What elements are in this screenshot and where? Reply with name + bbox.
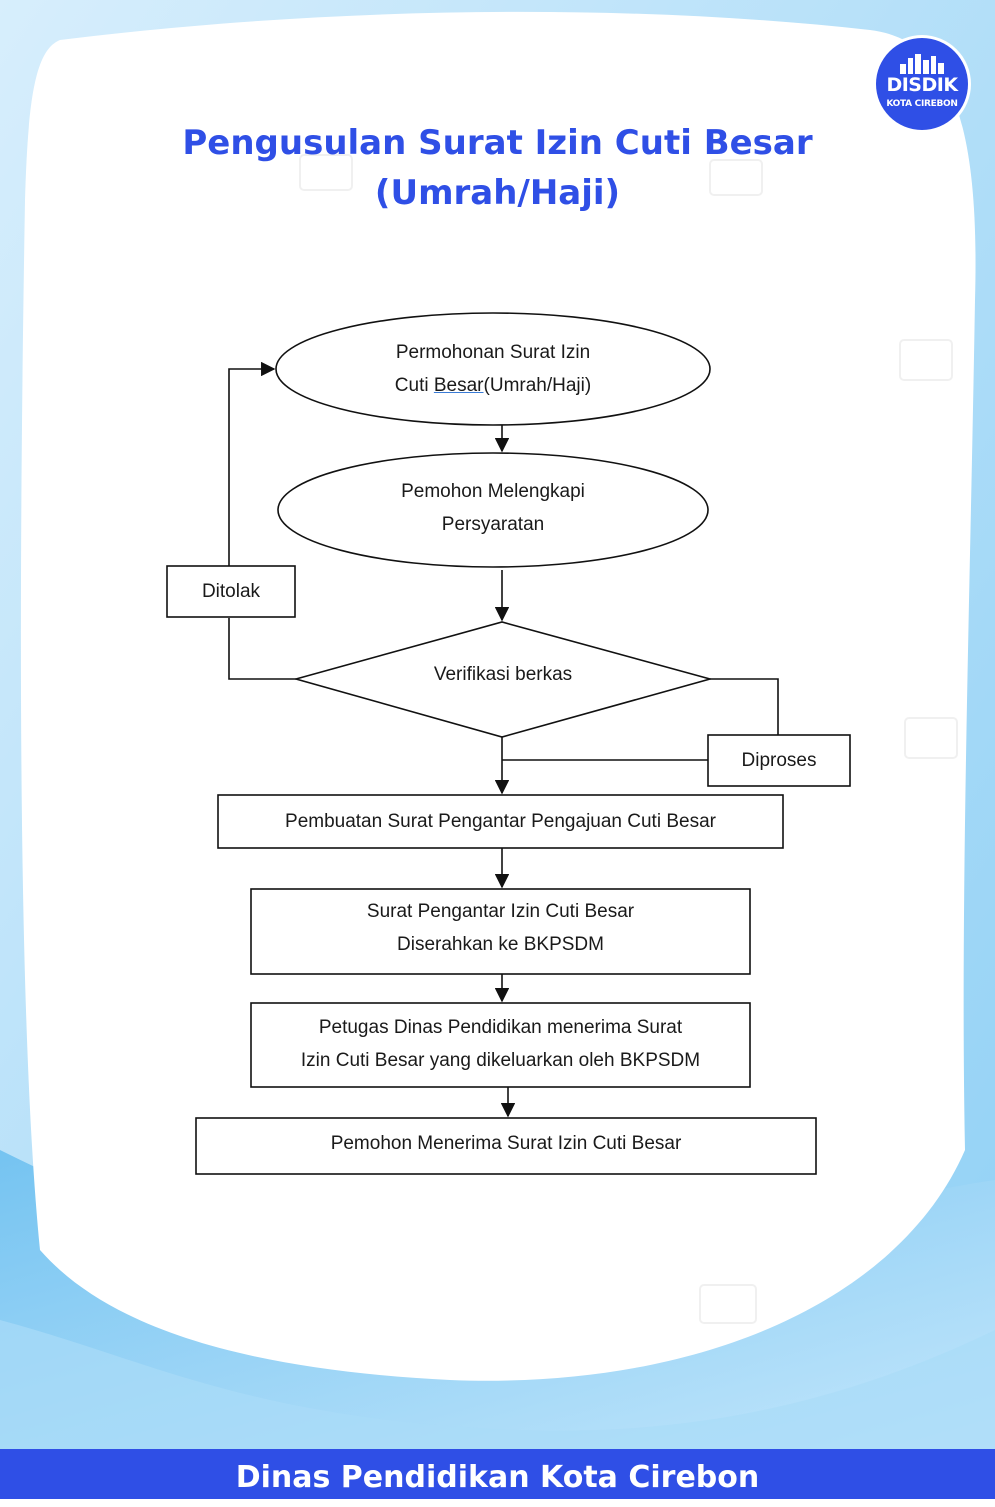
node-ditolak-shape: [166, 565, 296, 618]
node-pembuatan-shape: [217, 794, 784, 849]
node-permohonan-label: Permohonan Surat Izin Cuti Besar(Umrah/H…: [276, 336, 710, 402]
connector-verifikasi-to-ditolak: [228, 618, 296, 680]
node-verifikasi-label: Verifikasi berkas: [433, 664, 573, 685]
node-permohonan-line-2: Cuti Besar(Umrah/Haji): [394, 375, 592, 396]
node-menerima-label: Pemohon Menerima Surat Izin Cuti Besar: [330, 1132, 682, 1154]
page-title: Pengusulan Surat Izin Cuti Besar (Umrah/…: [0, 118, 995, 218]
node-ditolak-label: Ditolak: [201, 581, 261, 602]
node-melengkapi-shape: [277, 452, 709, 568]
page-title-line-1: Pengusulan Surat Izin Cuti Besar: [182, 123, 813, 163]
node-permohonan-line-1: Permohonan Surat Izin: [395, 342, 591, 363]
node-diserahkan-line-1: Surat Pengantar Izin Cuti Besar: [366, 901, 635, 922]
logo-subtitle: KOTA CIREBON: [886, 99, 958, 109]
node-petugas-label: Petugas Dinas Pendidikan menerima Surat …: [251, 1011, 750, 1077]
node-petugas-line-2: Izin Cuti Besar yang dikeluarkan oleh BK…: [300, 1050, 701, 1071]
node-pembuatan-label: Pembuatan Surat Pengantar Pengajuan Cuti…: [285, 811, 716, 832]
node-permohonan-shape: [275, 312, 711, 426]
logo-name: DISDIK: [886, 74, 958, 96]
node-diserahkan-shape: [250, 888, 751, 975]
node-petugas-line-1: Petugas Dinas Pendidikan menerima Surat: [318, 1017, 683, 1038]
node-diproses-shape: [707, 734, 851, 787]
node-melengkapi-line-2: Persyaratan: [441, 514, 545, 535]
node-petugas-shape: [250, 1002, 751, 1088]
page-title-line-2: (Umrah/Haji): [374, 173, 621, 213]
node-menerima-shape: [195, 1117, 817, 1175]
node-diserahkan-label: Surat Pengantar Izin Cuti Besar Diserahk…: [251, 895, 750, 961]
arrow-ditolak-to-permohonan: [228, 361, 276, 566]
disdik-logo: DISDIK KOTA CIREBON: [876, 38, 968, 130]
connector-verifikasi-to-diproses: [710, 678, 779, 735]
node-melengkapi-label: Pemohon Melengkapi Persyaratan: [278, 475, 708, 541]
node-melengkapi-line-1: Pemohon Melengkapi: [401, 481, 585, 502]
city-skyline-icon: [900, 54, 944, 74]
node-diserahkan-line-2: Diserahkan ke BKPSDM: [397, 934, 604, 955]
node-diproses-label: Diproses: [741, 750, 817, 771]
footer-banner: Dinas Pendidikan Kota Cirebon: [0, 1449, 995, 1499]
